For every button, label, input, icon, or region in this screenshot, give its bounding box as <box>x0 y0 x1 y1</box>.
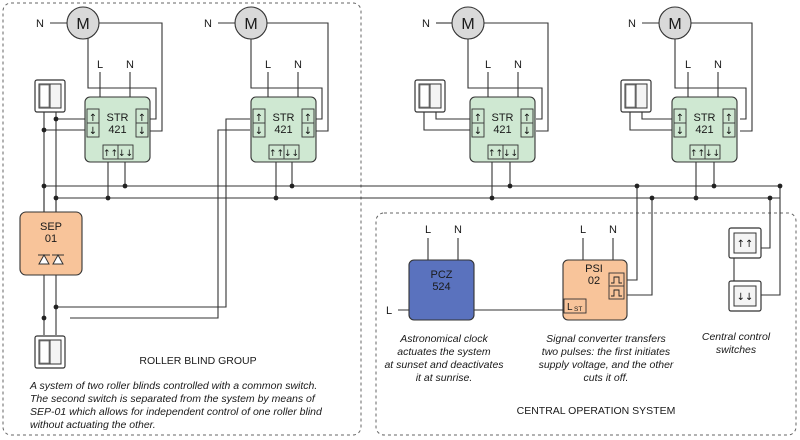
svg-text:it at sunrise.: it at sunrise. <box>416 372 473 384</box>
pcz-number: 524 <box>432 281 450 293</box>
motor-2: M <box>234 6 268 40</box>
line-label: L <box>425 224 431 236</box>
svg-text:Signal converter transfers: Signal converter transfers <box>546 333 666 345</box>
neutral-label: N <box>514 59 522 71</box>
pcz-module: PCZ 524 <box>408 259 475 321</box>
svg-text:two pulses: the first initiate: two pulses: the first initiates <box>542 346 671 358</box>
svg-text:SEP-01 which allows for indepe: SEP-01 which allows for independent cont… <box>30 406 323 418</box>
svg-text:A system of two roller blinds: A system of two roller blinds controlled… <box>29 380 317 392</box>
neutral-label: N <box>204 18 212 30</box>
line-label: L <box>265 59 271 71</box>
neutral-label: N <box>422 18 430 30</box>
pulse-icon <box>611 276 622 284</box>
str-name: STR <box>694 112 716 124</box>
psi-name: PSI <box>585 263 603 275</box>
str-number: 421 <box>108 124 126 136</box>
svg-text:cuts it off.: cuts it off. <box>584 372 629 384</box>
motor-4: M <box>658 6 692 40</box>
motor-label: M <box>244 16 257 33</box>
motor-label: M <box>76 16 89 33</box>
central-switch-up: ↑↑ <box>728 227 762 259</box>
wiring <box>43 22 781 335</box>
line-label: L <box>386 305 392 317</box>
str-module-2: STR 421 <box>250 96 317 163</box>
roller-description: A system of two roller blinds controlled… <box>29 380 323 431</box>
signal-converter-caption: Signal converter transfers two pulses: t… <box>539 333 674 384</box>
central-system-frame <box>375 212 797 436</box>
psi-module: PSI 02 L ST <box>562 259 628 321</box>
pcz-name: PCZ <box>431 269 453 281</box>
svg-text:Central control: Central control <box>702 331 771 343</box>
str-name: STR <box>273 112 295 124</box>
str-module-1: STR 421 <box>84 96 151 163</box>
central-switches-caption: Central control switches <box>702 331 771 356</box>
roller-group-title: ROLLER BLIND GROUP <box>139 355 256 367</box>
up-arrows-icon: ↑↑ <box>737 239 754 250</box>
neutral-label: N <box>36 18 44 30</box>
neutral-label: N <box>454 224 462 236</box>
motor-3: M <box>451 6 485 40</box>
neutral-label: N <box>628 18 636 30</box>
wall-switch-3-icon <box>414 79 446 113</box>
svg-text:switches: switches <box>716 344 757 356</box>
sep-module: SEP 01 <box>19 211 83 276</box>
roller-group-frame <box>2 2 362 436</box>
central-switch-down: ↓↓ <box>728 280 762 312</box>
wall-switch-4-icon <box>620 79 652 113</box>
sep-name: SEP <box>40 221 62 233</box>
wall-switch-2-icon <box>34 335 66 369</box>
str-number: 421 <box>493 124 511 136</box>
str-name: STR <box>492 112 514 124</box>
pulse-icon <box>611 289 622 297</box>
svg-text:The second switch is separated: The second switch is separated from the … <box>30 393 316 405</box>
neutral-label: N <box>126 59 134 71</box>
neutral-label: N <box>609 224 617 236</box>
motor-1: M <box>66 6 100 40</box>
psi-input-sub: ST <box>574 306 582 313</box>
str-number: 421 <box>695 124 713 136</box>
svg-text:Astronomical clock: Astronomical clock <box>399 333 488 345</box>
central-system-title: CENTRAL OPERATION SYSTEM <box>517 405 676 417</box>
svg-text:actuates the system: actuates the system <box>397 346 491 358</box>
str-module-4: STR 421 <box>671 96 738 163</box>
wall-switch-1-icon <box>34 79 66 113</box>
diode-icon <box>38 253 64 265</box>
line-label: L <box>580 224 586 236</box>
line-label: L <box>485 59 491 71</box>
svg-text:supply voltage, and the other: supply voltage, and the other <box>539 359 674 371</box>
svg-text:at sunset and deactivates: at sunset and deactivates <box>384 359 504 371</box>
str-name: STR <box>107 112 129 124</box>
line-label: L <box>685 59 691 71</box>
neutral-label: N <box>294 59 302 71</box>
psi-number: 02 <box>588 275 600 287</box>
down-arrows-icon: ↓↓ <box>737 292 754 303</box>
sep-number: 01 <box>45 233 57 245</box>
junction-dots <box>41 116 783 321</box>
neutral-label: N <box>714 59 722 71</box>
svg-text:without actuating the other.: without actuating the other. <box>30 419 156 431</box>
psi-input-label: L <box>567 302 573 313</box>
motor-label: M <box>668 16 681 33</box>
str-number: 421 <box>274 124 292 136</box>
motor-label: M <box>461 16 474 33</box>
astro-clock-caption: Astronomical clock actuates the system a… <box>384 333 504 384</box>
line-label: L <box>97 59 103 71</box>
str-module-3: STR 421 <box>469 96 536 163</box>
